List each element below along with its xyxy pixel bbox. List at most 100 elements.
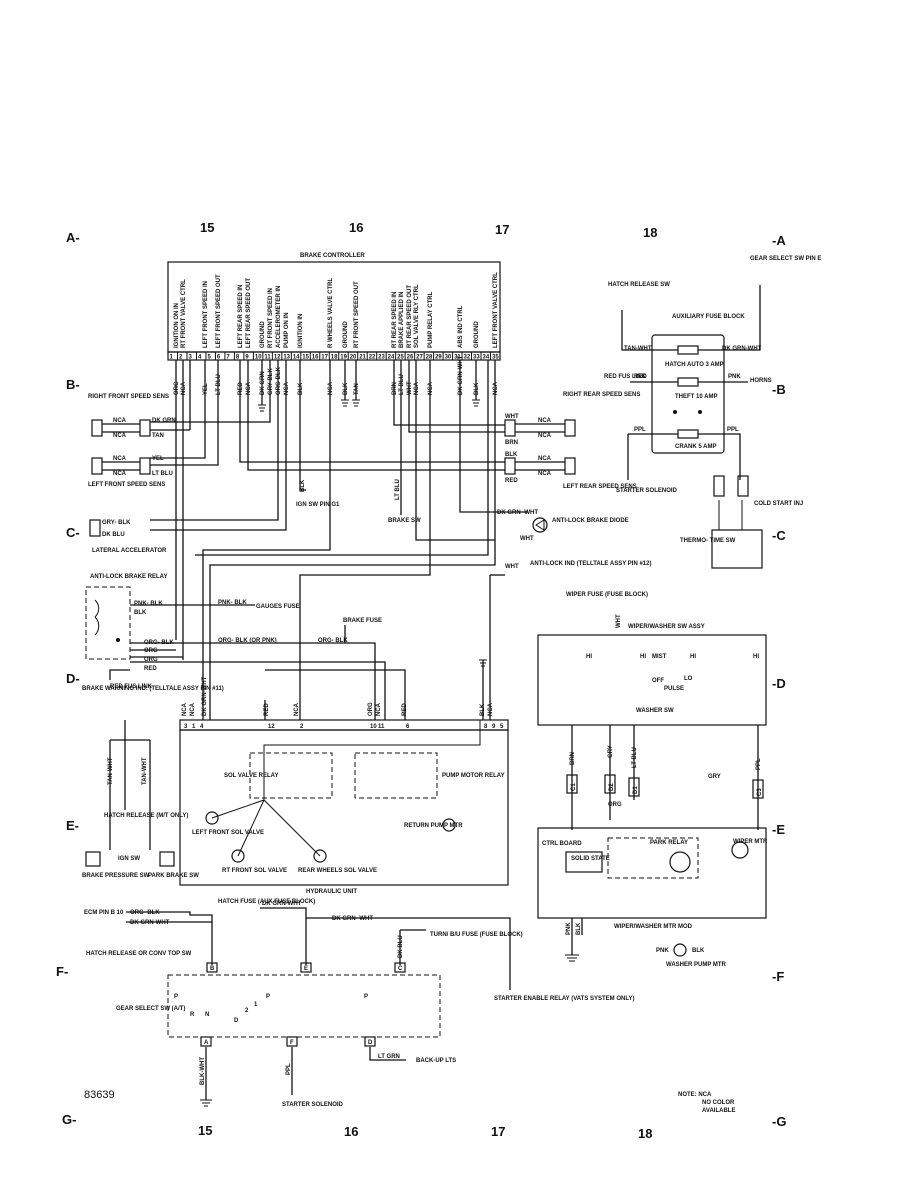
note-line-3: AVAILABLE [702,1108,735,1114]
hatch-auto-label: HATCH AUTO 3 AMP [665,362,724,368]
lr-wire-4: NCA [538,471,552,477]
controller-pin-11: 11 [264,355,271,361]
lr-wire-2: RED [505,478,518,484]
wiper-wire-gry: GRY [608,745,614,758]
rf-wire-4: TAN [152,433,164,439]
gear-position-2: R [190,1012,195,1018]
grid-row-f-left: F- [56,964,68,979]
controller-pin-10: 10 [255,355,262,361]
brake-pressure-label: BRAKE PRESSURE SW [82,873,150,879]
hydraulic-wire-7: NCA [376,702,382,716]
controller-wire-color-7: DK GRN [260,371,266,395]
controller-function-19: PUMP RELAY CTRL [428,291,434,348]
orgblk-or-pnk: ORG- BLK (OR PNK) [218,638,277,644]
grid-col-18: 18 [643,225,657,240]
controller-pin-20: 20 [350,355,357,361]
starter-enable-label: STARTER ENABLE RELAY (VATS SYSTEM ONLY) [494,996,634,1002]
brake-sw: LT BLU BRAKE SW [388,479,421,524]
grid-col-15-bottom: 15 [198,1123,212,1138]
fuse-wire-5: PPL [634,427,646,433]
switch-position-2: HI [640,654,646,660]
controller-pin-12: 12 [274,355,281,361]
right-front-speed-sensor: RIGHT FRONT SPEED SENS NCA NCA DK GRN TA… [88,394,176,439]
controller-wire-color-18: NCA [414,381,420,395]
wiper-wire-ltblu: LT BLU [632,747,638,768]
grid-row-f-right: -F [772,969,784,984]
washer-sw-label: WASHER SW [636,708,674,714]
left-front-speed-sensor: NCA NCA YEL LT BLU LEFT FRONT SPEED SENS [88,456,173,488]
return-pump-label: RETURN PUMP MTR [404,823,463,829]
rr-wire-4: NCA [538,433,552,439]
controller-function-10: PUMP ON IN [284,312,290,348]
controller-wire-color-2: NCA [181,381,187,395]
gear-position-4: D [234,1018,239,1024]
controller-pin-34: 34 [483,355,490,361]
brake-fuse-label: BRAKE FUSE [343,618,382,624]
rear-sol-label: REAR WHEELS SOL VALVE [298,868,377,874]
turn-fuse-label: TURN/ B/U FUSE (FUSE BLOCK) [430,932,523,938]
wiper-wire-ppl: PPL [756,758,762,770]
lateral-accelerator: GRY- BLK DK BLU LATERAL ACCELERATOR [89,519,167,554]
grid-row-c-right: -C [772,528,786,543]
controller-function-6: LEFT REAR SPEED OUT [246,278,252,348]
switch-position-6: OFF [652,678,664,684]
gear-position-6: 1 [254,1002,258,1008]
relay-wire-6: RED [144,666,157,672]
lateral-accelerator-label: LATERAL ACCELERATOR [92,548,167,554]
hydraulic-pin-5: 5 [500,724,504,730]
gear-pin-D: D [368,1040,373,1046]
grid-row-b-left: B- [66,377,80,392]
wiper-wire-brn: BRN [570,752,576,765]
park-relay-label: PARK RELAY [650,840,688,846]
lf-wire-1: NCA [113,456,127,462]
controller-pin-21: 21 [359,355,366,361]
hydraulic-wire-10: NCA [488,702,494,716]
wiper-fuse-label: WIPER FUSE (FUSE BLOCK) [566,592,648,598]
switch-position-3: MIST [652,654,667,660]
right-front-sensor-label: RIGHT FRONT SPEED SENS [88,394,169,400]
controller-pin-19: 19 [340,355,347,361]
grid-row-d-left: D- [66,671,80,686]
auxiliary-fuse-block: HATCH RELEASE SW GEAR SELECT SW PIN E AU… [604,256,821,569]
rr-wire-1: WHT [505,414,519,420]
hydraulic-pin-12: 12 [268,724,275,730]
hydraulic-pin-2: 2 [300,724,304,730]
switch-position-8: PULSE [664,686,684,692]
controller-wire-color-5: RED [238,382,244,395]
grid-row-e-left: E- [66,818,79,833]
ign-sw-2-label: IGN SW [118,856,140,862]
wiper-wire-org: ORG [608,802,622,808]
fuse-wire-6: PPL [727,427,739,433]
controller-function-16: BRAKE APPLIED IN [399,292,405,348]
brake-warning-label: BRAKE WARNING IND. (TELLTALE ASSY PIN #1… [82,686,224,692]
hydraulic-pin-4: 4 [200,724,204,730]
lr-wire-1: BLK [505,452,518,458]
gear-pin-B: B [210,966,215,972]
grid-row-c-left: C- [66,525,80,540]
controller-pin-5: 5 [207,355,211,361]
controller-pin-35: 35 [492,355,499,361]
conn-d1: D1 [633,786,639,794]
gear-pin-box [364,1036,376,1047]
hydraulic-wire-1: NCA [182,702,188,716]
controller-function-4: LEFT FRONT SPEED OUT [216,274,222,348]
hydraulic-wire-6: ORG [368,702,374,716]
gauges-fuse: PNK- BLK GAUGES FUSE [218,600,300,610]
ign-sw-wire: BLK [300,479,306,492]
controller-function-9: ACCELEROMETER IN [276,286,282,348]
sol-relay-label: SOL VALVE RELAY [224,773,278,779]
starter-solenoid-2-label: STARTER SOLENOID [282,1102,344,1108]
brake-sw-label: BRAKE SW [388,518,421,524]
hatch-release-mt-label: HATCH RELEASE (M/T ONLY) [104,813,188,819]
relay-wire-3: ORG- BLK [144,640,174,646]
brake-fuse: BRAKE FUSE ORG- BLK (OR PNK) ORG- BLK [218,618,382,644]
hydraulic-label: HYDRAULIC UNIT [306,889,357,895]
controller-function-11: IGNITION IN [298,314,304,348]
switch-position-4: HI [690,654,696,660]
brake-switch-tree: TAN-WHT TAN-WHT HATCH RELEASE (M/T ONLY)… [82,720,199,879]
pump-relay-label: PUMP MOTOR RELAY [442,773,505,779]
